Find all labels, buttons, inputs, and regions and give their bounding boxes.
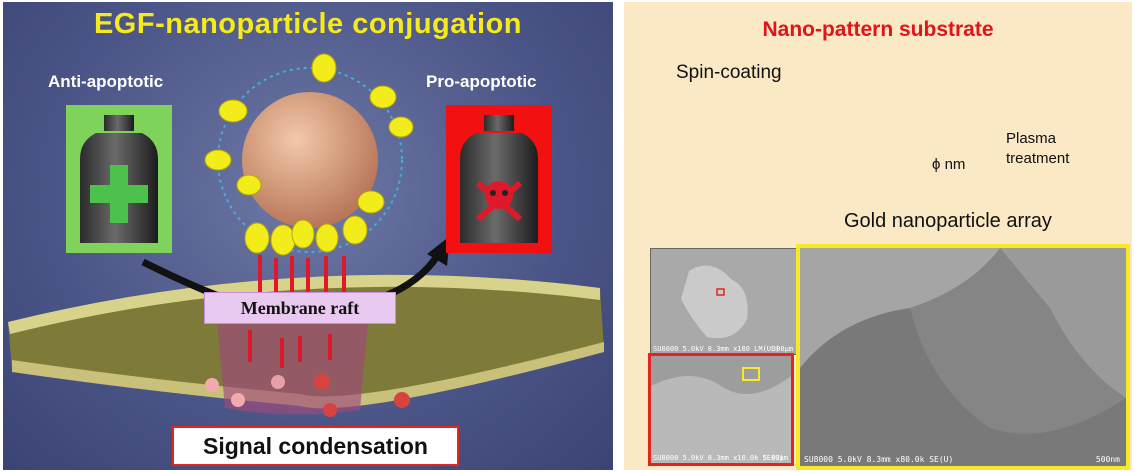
gold-array-label: Gold nanoparticle array: [844, 210, 1052, 232]
treatment-label: treatment: [1006, 150, 1070, 167]
bottle-cap-icon: [484, 115, 514, 131]
sem-scale: 5.00μm: [762, 454, 788, 462]
sem-caption: SU8000 5.0kV 8.3mm x10.0k SE(U): [653, 454, 784, 462]
pro-arrow-head: [427, 236, 450, 266]
sem-image-mid-mag: SU8000 5.0kV 8.3mm x10.0k SE(U) 5.00μm: [648, 353, 794, 466]
sem-scale: 300μm: [771, 345, 793, 353]
signal-condensation-label: Signal condensation: [172, 426, 459, 466]
anti-apoptotic-bottle-box: [66, 105, 172, 253]
right-panel-title: Nano-pattern substrate: [762, 18, 994, 41]
sem-scale: 500nm: [1095, 455, 1120, 464]
bottle-cap-icon: [104, 115, 134, 131]
diameter-label: ϕ nm: [932, 156, 966, 173]
plasma-label: Plasma: [1006, 130, 1057, 147]
pro-apoptotic-bottle-box: [446, 105, 552, 253]
zoom-box-1: [716, 288, 725, 296]
left-panel-title: EGF-nanoparticle conjugation: [93, 8, 523, 40]
signal-molecules: [205, 374, 410, 417]
sem-caption: SU8000 5.0kV 8.3mm x80.0k SE(U): [804, 455, 954, 464]
zoom-box-2: [742, 367, 760, 381]
lipid-membrane: [8, 274, 604, 415]
spin-coating-label: Spin-coating: [676, 62, 782, 83]
skull-crossbones-icon: [476, 180, 522, 222]
sem-image-high-mag: SU8000 5.0kV 8.3mm x80.0k SE(U) 500nm: [796, 244, 1130, 470]
pro-apoptotic-label: Pro-apoptotic: [426, 72, 537, 91]
anti-apoptotic-label: Anti-apoptotic: [48, 72, 164, 91]
sem-caption: SU8000 5.0kV 8.3mm x180 LM(UL): [653, 345, 780, 353]
membrane-raft-label: Membrane raft: [204, 292, 396, 324]
egf-nanoparticle: [204, 53, 414, 256]
sem-image-low-mag: SU8000 5.0kV 8.3mm x180 LM(UL) 300μm: [650, 248, 797, 355]
